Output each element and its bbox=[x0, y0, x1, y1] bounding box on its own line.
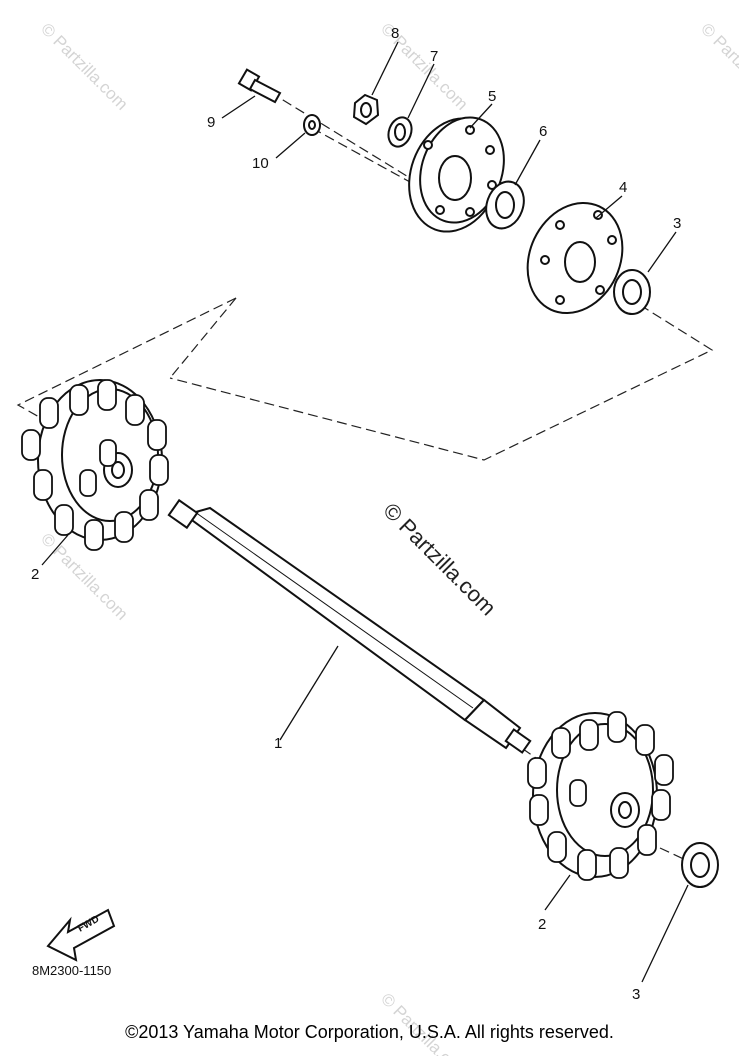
washer bbox=[303, 114, 321, 136]
leader-lines bbox=[41, 41, 689, 983]
callout-9: 9 bbox=[207, 114, 215, 131]
sprocket-right bbox=[527, 711, 674, 881]
callout-5: 5 bbox=[488, 88, 496, 105]
callout-10: 10 bbox=[252, 155, 269, 172]
sprocket-left bbox=[21, 379, 169, 551]
collar-upper bbox=[613, 269, 651, 315]
bolt bbox=[237, 68, 282, 104]
drive-axle bbox=[167, 498, 532, 754]
watermark-tile: © Partzilla.com bbox=[697, 19, 739, 113]
fwd-arrow-icon: FWD bbox=[46, 908, 116, 962]
callout-1: 1 bbox=[274, 735, 282, 752]
callout-6: 6 bbox=[539, 123, 547, 140]
watermark-tile: © Partzilla.com bbox=[37, 19, 131, 113]
callout-4: 4 bbox=[619, 179, 627, 196]
callout-3-upper: 3 bbox=[673, 215, 681, 232]
collar-lower bbox=[681, 842, 719, 888]
flange-plate bbox=[526, 201, 624, 315]
watermark-tiles: © Partzilla.com © Partzilla.com © Partzi… bbox=[37, 19, 739, 1056]
nut bbox=[352, 93, 380, 126]
diagram-code: 8M2300-1150 bbox=[32, 963, 111, 978]
callout-7: 7 bbox=[430, 48, 438, 65]
callout-numbers: 8 7 5 6 4 3 9 10 2 1 2 3 bbox=[31, 25, 681, 1003]
callout-2-right: 2 bbox=[538, 916, 546, 933]
callout-2-left: 2 bbox=[31, 566, 39, 583]
callout-8: 8 bbox=[391, 25, 399, 42]
callout-3-lower: 3 bbox=[632, 986, 640, 1003]
lock-washer bbox=[387, 116, 413, 148]
copyright-notice: ©2013 Yamaha Motor Corporation, U.S.A. A… bbox=[125, 1022, 614, 1042]
bearing-housing bbox=[408, 116, 505, 233]
watermark-center: © Partzilla.com bbox=[378, 498, 501, 621]
bearing bbox=[485, 180, 525, 230]
